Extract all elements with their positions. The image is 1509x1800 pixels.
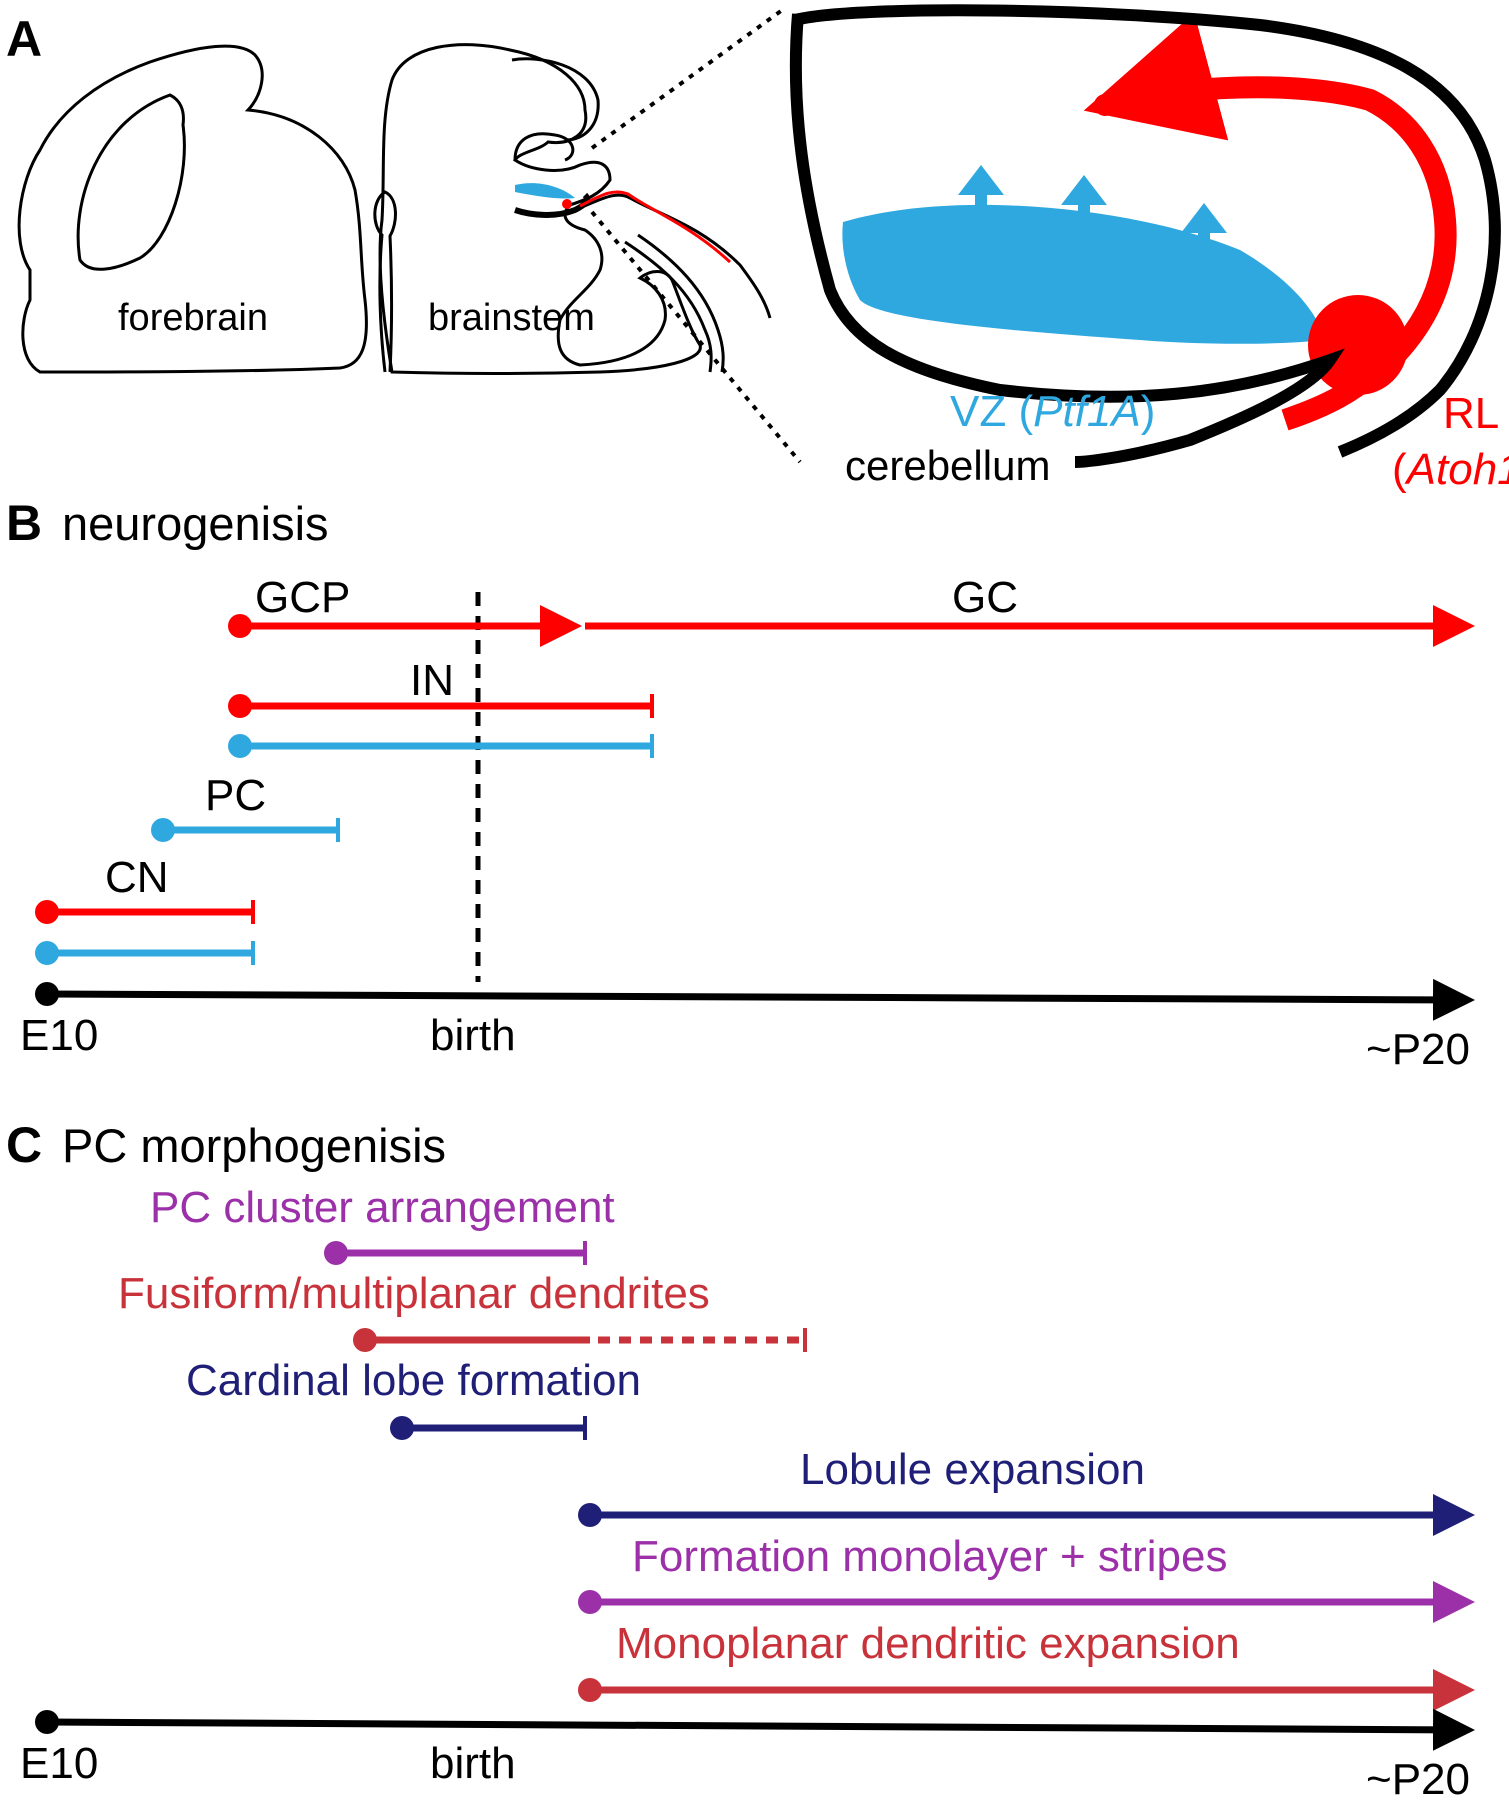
gcp-label: GCP (255, 573, 350, 622)
cerebellum-inner-wall (789, 13, 1345, 468)
cardinal-label: Cardinal lobe formation (186, 1356, 641, 1405)
cerebellar-bulge (511, 57, 600, 142)
pc-label: PC (205, 771, 266, 820)
cn-label: CN (105, 853, 169, 902)
rl-label: RL (1443, 389, 1499, 438)
axis-b-start-label: E10 (20, 1011, 98, 1060)
rl-bulb (1308, 295, 1408, 395)
panel-a: A forebrain brainstem (6, 4, 1509, 494)
mini-cerebellum-wall (514, 192, 590, 218)
neural-tube-red (579, 190, 732, 264)
cerebellum-outer-wall (793, 4, 1501, 458)
spinal-cord (624, 233, 725, 373)
axis-c-end-label: ~P20 (1366, 1755, 1470, 1800)
panel-a-letter: A (6, 11, 42, 67)
axis-c-birth-label: birth (430, 1739, 516, 1788)
brainstem-label: brainstem (428, 297, 595, 339)
gc-label: GC (952, 573, 1018, 622)
panel-c-title: PC morphogenisis (62, 1119, 446, 1172)
panel-c-letter: C (6, 1117, 42, 1173)
rl-stream (1083, 12, 1457, 383)
axis-c-start-label: E10 (20, 1739, 98, 1788)
monoplanar-label: Monoplanar dendritic expansion (616, 1619, 1240, 1668)
axis-c-line (46, 1708, 1475, 1751)
axis-b-line (46, 978, 1475, 1021)
midline-fissure (373, 190, 397, 373)
mini-vz (515, 183, 575, 199)
vz-arrow-3-head (1181, 203, 1227, 233)
vz-arrow-1-head (958, 165, 1004, 195)
axis-b-birth-label: birth (430, 1011, 516, 1060)
vz-arrow-1-shaft (975, 190, 987, 220)
fusiform-label: Fusiform/multiplanar dendrites (118, 1269, 710, 1318)
monolayer-label: Formation monolayer + stripes (632, 1532, 1227, 1581)
vz-arrow-2-head (1061, 175, 1107, 205)
rl-gene-label: (Atoh1) (1392, 445, 1509, 494)
vz-arrows (958, 165, 1227, 256)
mini-rl (562, 199, 572, 209)
zoom-line-upper (590, 6, 787, 150)
in-label: IN (410, 656, 454, 705)
panel-c: C PC morphogenisis PC cluster arrangemen… (6, 1117, 1475, 1800)
neural-tube-black (574, 193, 772, 319)
vz-arrow-3-shaft (1198, 228, 1210, 256)
cerebellum-label: cerebellum (845, 442, 1050, 489)
forebrain-outline (17, 44, 368, 374)
forebrain-label: forebrain (118, 297, 268, 339)
panel-b-title: neurogenisis (62, 497, 329, 550)
panel-b-letter: B (6, 495, 42, 551)
forebrain-ventricle (76, 93, 186, 271)
lobule-label: Lobule expansion (800, 1445, 1145, 1494)
cerebellum-fold (513, 132, 575, 162)
axis-b-end-label: ~P20 (1366, 1025, 1470, 1074)
panel-b: B neurogenisis GCP GC IN PC CN (6, 495, 1475, 1074)
cluster-label: PC cluster arrangement (150, 1183, 615, 1232)
vz-arrow-2-shaft (1078, 200, 1090, 232)
vz-label: VZ (Ptf1A) (950, 387, 1155, 436)
